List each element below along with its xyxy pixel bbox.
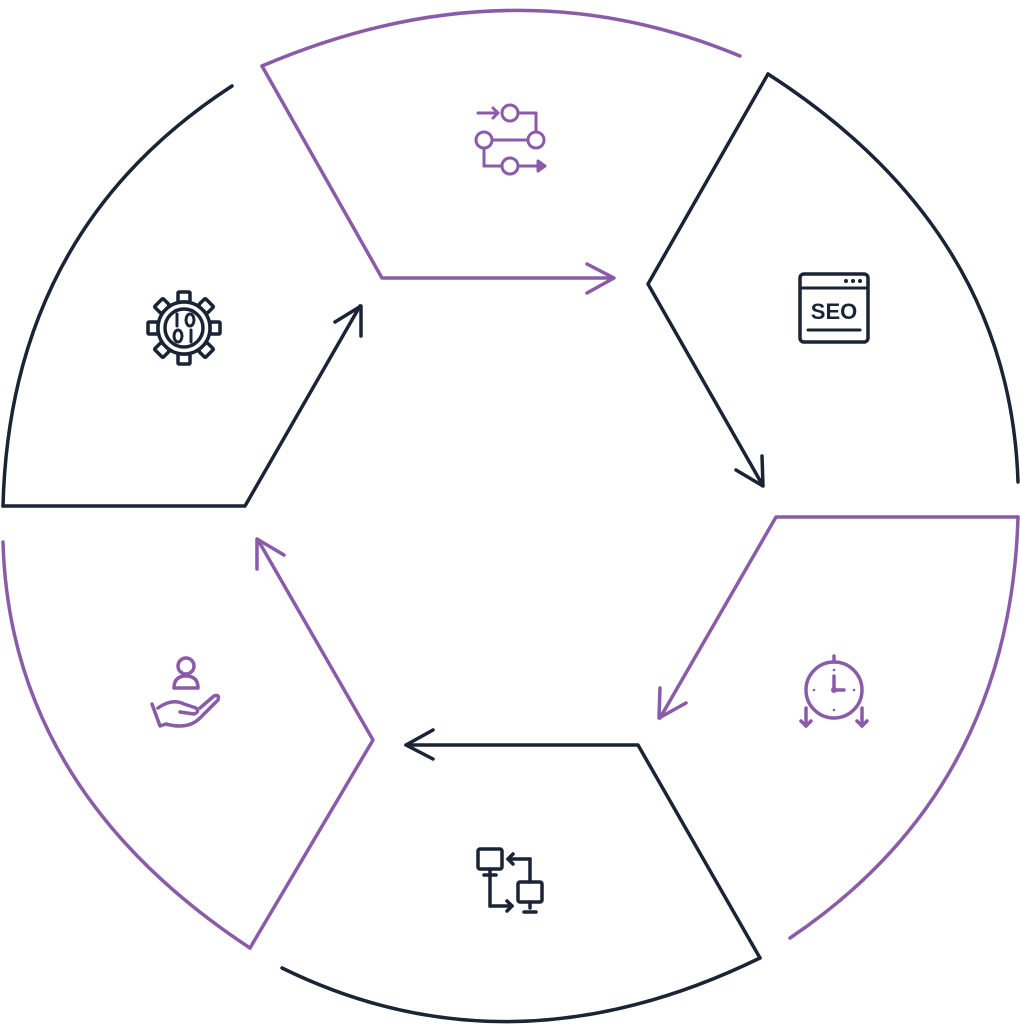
segment-upper-right-outer-arc [766,72,1020,484]
seo-browser-icon: SEO [798,272,870,344]
segment-lower-right-arrowhead [657,686,688,720]
segment-bottom-outer-arc [280,956,762,1024]
segment-upper-left [1,84,363,508]
segment-lower-left [1,537,375,950]
clock-download-icon [799,654,869,728]
workflow-icon [474,103,547,176]
segment-lower-right [657,515,1020,940]
seo-label: SEO [811,299,857,324]
segment-lower-right-inner-edge [658,515,1020,720]
network-computers-icon [476,847,544,914]
segment-upper-left-inner-edge [1,304,362,508]
segment-upper-left-outer-arc [1,84,234,508]
segment-bottom [280,728,762,1024]
segment-lower-left-inner-edge [248,538,375,950]
segment-bottom-inner-edge [404,743,762,960]
segment-upper-right [646,72,1020,488]
segment-top-arrowhead [585,262,616,295]
segment-lower-right-outer-arc [788,515,1020,940]
hand-user-icon [150,656,221,728]
segment-upper-right-inner-edge [646,72,770,486]
segment-lower-left-outer-arc [1,540,252,950]
segment-upper-right-arrowhead [734,454,765,488]
segment-top-inner-edge [260,64,614,280]
segment-lower-left-arrowhead [255,537,286,571]
segment-top-outer-arc [260,8,742,68]
segment-upper-left-arrowhead [333,304,363,338]
segment-bottom-arrowhead [404,728,435,761]
gear-binary-icon [146,290,222,366]
segment-top [260,8,742,295]
